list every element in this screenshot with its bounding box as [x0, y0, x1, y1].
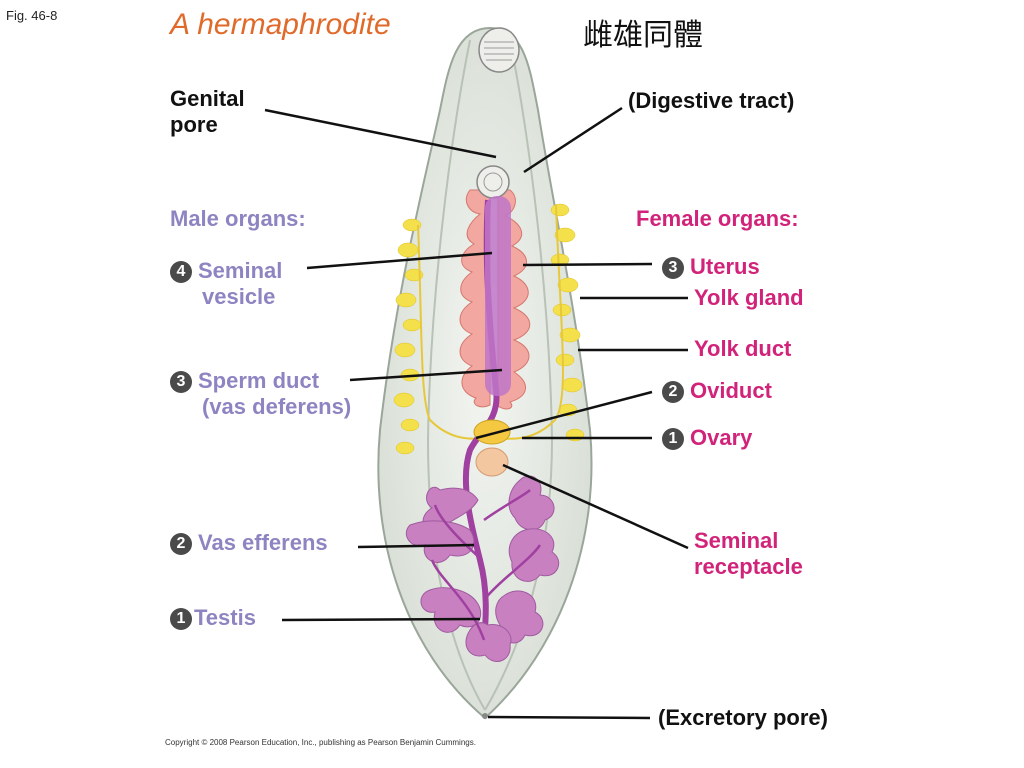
label-genital-pore-line2: pore — [170, 112, 218, 137]
label-vas-efferens-text: Vas efferens — [198, 530, 328, 555]
oral-sucker — [478, 27, 520, 73]
testes — [405, 475, 560, 663]
label-genital-pore-line1: Genital — [170, 86, 245, 111]
leader-seminal-vesicle — [306, 251, 493, 270]
label-seminal-receptacle: Seminal receptacle — [694, 528, 803, 580]
yolk-duct-right — [494, 204, 564, 440]
number-badge: 1 — [662, 428, 684, 450]
label-genital-pore: Genital pore — [170, 86, 245, 138]
label-excretory-pore: (Excretory pore) — [658, 705, 828, 730]
female-organs-heading: Female organs: — [636, 206, 799, 231]
label-seminal-receptacle-line2: receptacle — [694, 554, 803, 579]
copyright-notice: Copyright © 2008 Pearson Education, Inc.… — [165, 738, 476, 747]
yolk-gland-left — [393, 218, 424, 455]
number-badge: 3 — [170, 371, 192, 393]
label-uterus: 3 Uterus — [662, 254, 760, 280]
label-seminal-receptacle-line1: Seminal — [694, 528, 779, 553]
label-seminal-vesicle-line1: Seminal — [198, 258, 283, 283]
body-contour-left — [426, 39, 486, 711]
male-organs-heading: Male organs: — [170, 206, 306, 231]
number-badge: 2 — [170, 533, 192, 555]
label-oviduct: 2 Oviduct — [662, 378, 772, 404]
ventral-sucker-ring — [483, 172, 503, 192]
oral-sucker-rings — [484, 41, 514, 61]
label-yolk-gland: Yolk gland — [694, 285, 804, 310]
vas-efferens — [430, 489, 542, 641]
leader-uterus — [522, 262, 653, 267]
leader-lines — [264, 106, 689, 720]
leader-genital-pore — [264, 108, 497, 159]
excretory-pore-dot — [482, 713, 488, 719]
label-seminal-vesicle-line2: vesicle — [202, 284, 276, 309]
ventral-sucker — [476, 165, 510, 199]
number-badge: 1 — [170, 608, 192, 630]
leader-vas-efferens — [357, 543, 475, 549]
seminal-vesicle — [485, 196, 511, 396]
ovary — [473, 419, 511, 445]
label-vas-efferens: 2 Vas efferens — [170, 530, 328, 556]
seminal-receptacle-organ — [475, 447, 509, 477]
leader-digestive-tract — [523, 106, 623, 174]
number-badge: 2 — [662, 381, 684, 403]
yolk-duct-left — [417, 224, 491, 440]
label-seminal-vesicle: 4 Seminal vesicle — [170, 258, 282, 310]
leader-oviduct — [475, 390, 653, 440]
number-badge: 3 — [662, 257, 684, 279]
leader-seminal-receptacle — [502, 463, 689, 550]
figure-number: Fig. 46-8 — [6, 8, 58, 23]
label-ovary-text: Ovary — [690, 425, 753, 450]
leader-excretory-pore — [487, 715, 651, 720]
label-testis-text: Testis — [194, 605, 256, 630]
label-oviduct-text: Oviduct — [690, 378, 772, 403]
label-ovary: 1 Ovary — [662, 425, 752, 451]
label-sperm-duct: 3 Sperm duct (vas deferens) — [170, 368, 351, 420]
leader-testis — [281, 617, 481, 622]
label-sperm-duct-line2: (vas deferens) — [202, 394, 352, 419]
leader-sperm-duct — [349, 368, 503, 382]
label-yolk-duct: Yolk duct — [694, 336, 792, 361]
page-title-cjk: 雌雄同體 — [583, 18, 703, 53]
label-uterus-text: Uterus — [690, 254, 760, 279]
page-title: A hermaphrodite — [170, 8, 391, 41]
label-digestive-tract: (Digestive tract) — [628, 88, 795, 113]
label-sperm-duct-line1: Sperm duct — [198, 368, 320, 393]
number-badge: 4 — [170, 261, 192, 283]
